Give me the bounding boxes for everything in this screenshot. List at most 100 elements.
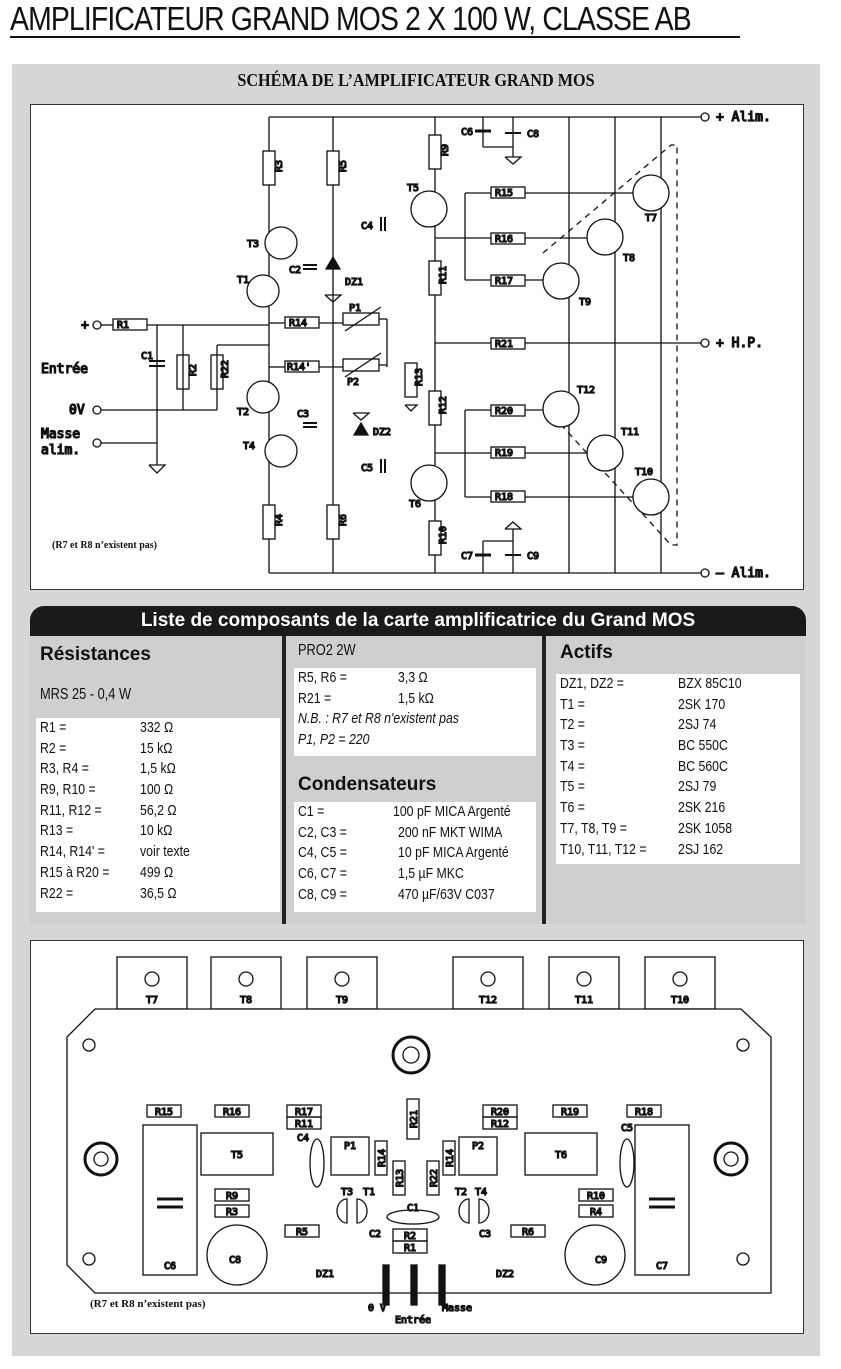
- pcb-tab-hole: [144, 971, 160, 987]
- pcb-label-T8: T8: [240, 995, 252, 1006]
- label-C6: C6: [461, 127, 473, 138]
- parts-row: R5, R6 =3,3 Ω: [298, 668, 536, 689]
- pcb-label-C9: C9: [595, 1255, 607, 1266]
- pcb-tab-T9: [306, 956, 378, 1010]
- parts-row: R11, R12 =56,2 Ω: [40, 801, 280, 822]
- title-rule: [10, 36, 740, 38]
- part-value: 1,5 µF MKC: [398, 865, 464, 883]
- label-minus-alim: – Alim.: [716, 566, 771, 581]
- parts-row: R21 =1,5 kΩ: [298, 689, 536, 710]
- resistor-R12: [428, 390, 442, 426]
- hp-terminal: [700, 338, 710, 348]
- label-P2: P2: [347, 377, 359, 388]
- label-T4: T4: [243, 441, 255, 452]
- pcb-label-R17: R17: [295, 1107, 313, 1118]
- resistor-R10: [428, 520, 442, 556]
- label-R19: R19: [495, 448, 513, 459]
- pcb-resistor-R15: [146, 1104, 182, 1118]
- pcb-label-T10: T10: [671, 995, 689, 1006]
- pcb-label-R15: R15: [155, 1107, 173, 1118]
- pcb-cap-C1: [386, 1209, 440, 1225]
- pcb-transistor-T5: [200, 1132, 274, 1176]
- pcb-label-R16: R16: [223, 1107, 241, 1118]
- label-R4: R4: [274, 514, 285, 526]
- transistor-T5: [410, 190, 448, 228]
- mounting-hole: [736, 1252, 750, 1266]
- part-ref: T7, T8, T9 =: [560, 819, 627, 837]
- pcb-transistor-T2: [458, 1198, 470, 1224]
- parts-row: C2, C3 =200 nF MKT WIMA: [298, 823, 536, 844]
- label-R3: R3: [274, 160, 285, 172]
- pro2-note-1: N.B. : R7 et R8 n'existent pas: [298, 710, 459, 728]
- pcb-label-R22: R22: [429, 1169, 440, 1187]
- transistor-T1: [246, 274, 280, 308]
- mounting-hole: [82, 1038, 96, 1052]
- pcb-board-outline: [66, 1008, 772, 1294]
- resistor-R6: [326, 504, 340, 540]
- label-R12: R12: [438, 396, 449, 414]
- label-T11: T11: [621, 427, 639, 438]
- transistor-T6: [410, 464, 448, 502]
- part-ref: R15 à R20 =: [40, 863, 110, 881]
- part-value: 2SJ 74: [678, 716, 717, 734]
- label-T6: T6: [409, 499, 421, 510]
- input-pin-masse: [438, 1264, 446, 1306]
- resistances-type: MRS 25 - 0,4 W: [40, 686, 132, 703]
- transistor-T11: [586, 434, 624, 472]
- input-pin-entree: [410, 1264, 418, 1306]
- part-value: 100 Ω: [140, 781, 174, 799]
- pcb-resistor-R13: [392, 1160, 406, 1196]
- label-C5: C5: [361, 463, 373, 474]
- pcb-transistor-T6: [524, 1132, 598, 1176]
- condensateurs-heading: Condensateurs: [298, 774, 437, 795]
- pcb-resistor-R6: [510, 1224, 546, 1238]
- pcb-label-0v: 0 V: [368, 1303, 386, 1314]
- pcb-resistor-R12: [482, 1116, 518, 1130]
- pcb-label-DZ1: DZ1: [316, 1269, 334, 1280]
- label-T5: T5: [407, 183, 419, 194]
- parts-row: R3, R4 =1,5 kΩ: [40, 759, 280, 780]
- mounting-hole: [736, 1038, 750, 1052]
- pcb-label-P2: P2: [472, 1141, 484, 1152]
- label-alim: alim.: [41, 443, 80, 458]
- pcb-tab-T10: [644, 956, 716, 1010]
- pcb-cap-C9: [564, 1224, 626, 1286]
- part-ref: R5, R6 =: [298, 669, 347, 686]
- label-T12: T12: [577, 385, 595, 396]
- part-ref: R3, R4 =: [40, 760, 89, 778]
- part-value: 470 µF/63V C037: [398, 885, 495, 903]
- label-R13: R13: [414, 368, 425, 386]
- part-value: 200 nF MKT WIMA: [398, 823, 503, 841]
- parts-row: R14, R14' =voir texte: [40, 842, 280, 863]
- part-ref: C4, C5 =: [298, 844, 347, 862]
- side-mount-hole: [83, 1141, 119, 1177]
- pcb-label-T2: T2: [455, 1187, 467, 1198]
- part-ref: C1 =: [298, 803, 325, 820]
- zener-DZ1: [324, 255, 342, 270]
- pcb-resistor-R14: [374, 1140, 388, 1176]
- parts-row: R2 =15 kΩ: [40, 739, 280, 760]
- label-C2: C2: [289, 265, 301, 276]
- pcb-label-T5: T5: [231, 1150, 243, 1161]
- pot-P1: [342, 312, 380, 326]
- pot-arrow: [344, 352, 382, 378]
- transistor-T9: [542, 262, 580, 300]
- pcb-cap-C5: [619, 1138, 635, 1188]
- ground-symbol: [404, 404, 419, 412]
- resistor-R5: [326, 150, 340, 186]
- part-value: BC 550C: [678, 737, 728, 755]
- label-T7: T7: [645, 213, 657, 224]
- label-C3: C3: [297, 409, 309, 420]
- minus-terminal: [700, 568, 710, 578]
- pcb-label-R14: R14: [377, 1149, 388, 1167]
- resistor-R4: [262, 504, 276, 540]
- label-R15: R15: [495, 188, 513, 199]
- label-R9: R9: [440, 144, 451, 156]
- label-R14p: R14': [287, 362, 311, 373]
- pcb-cap-C4: [309, 1138, 325, 1188]
- part-value: 2SK 216: [678, 799, 726, 817]
- label-input-plus: +: [81, 318, 89, 333]
- label-R17: R17: [495, 276, 513, 287]
